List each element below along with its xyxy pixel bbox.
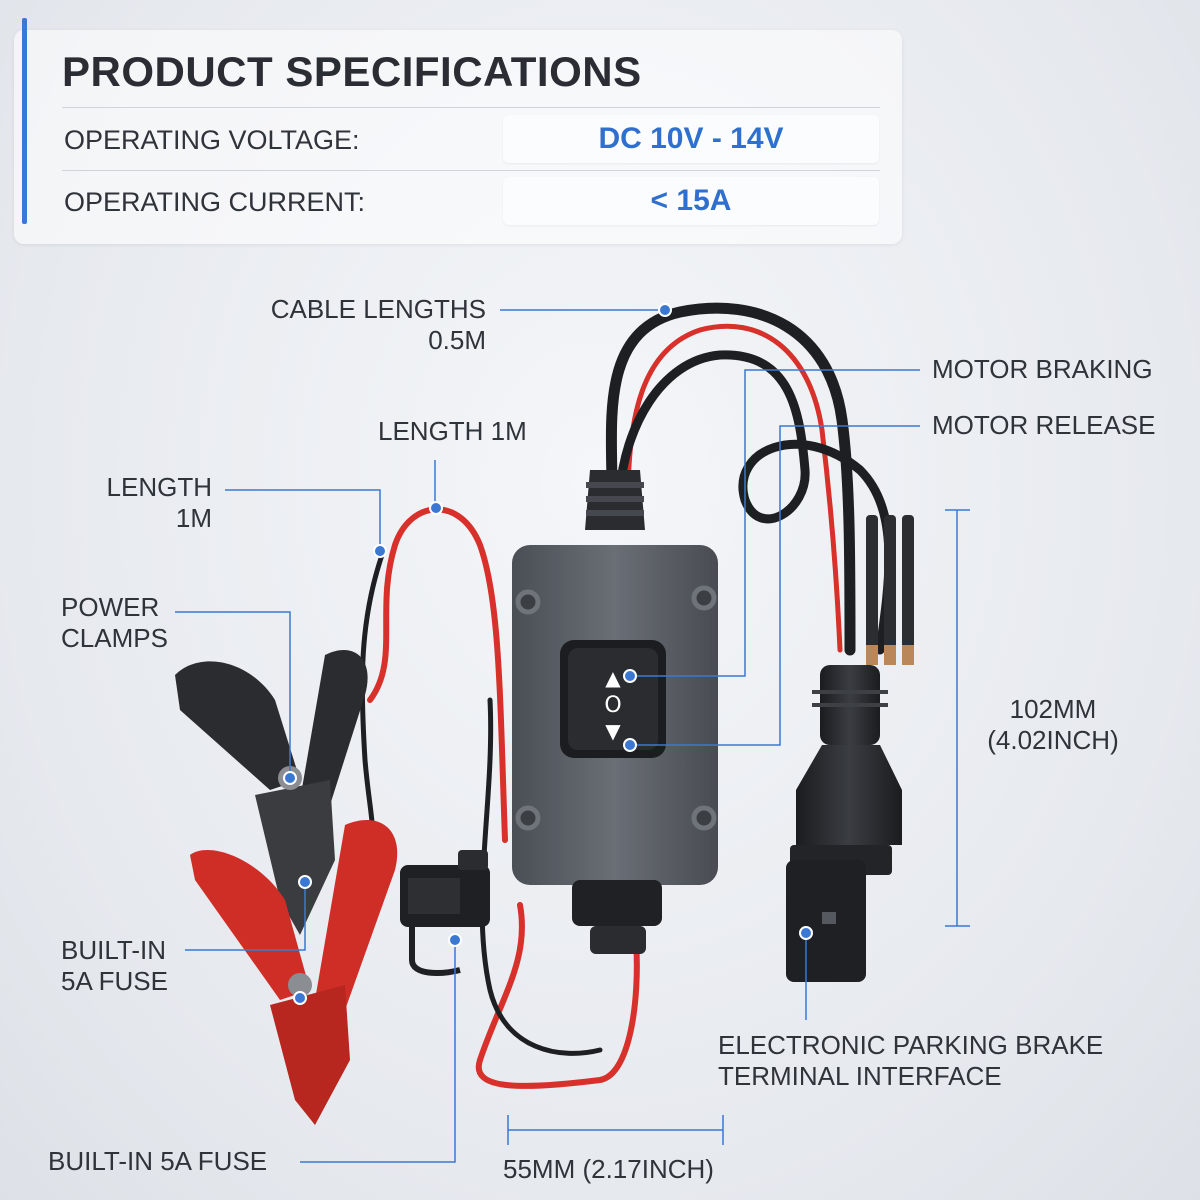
cable-lengths-label: CABLE LENGTHS 0.5M xyxy=(270,294,486,355)
pin-terminals xyxy=(866,515,914,665)
spec-divider xyxy=(62,107,880,108)
power-clamps-label: POWER CLAMPS xyxy=(61,592,168,653)
motor-braking-label: MOTOR BRAKING xyxy=(932,354,1153,384)
width-dimension-label: 55MM (2.17INCH) xyxy=(503,1154,714,1184)
built-in-fuse-bottom-label: BUILT-IN 5A FUSE xyxy=(48,1146,268,1176)
red-power-clamp xyxy=(190,820,398,1125)
spec-divider xyxy=(62,170,880,171)
top-cable-loop xyxy=(605,302,894,656)
brake-up-arrow-icon: ▲ xyxy=(605,666,621,690)
leader-lines xyxy=(175,309,970,1163)
black-power-clamp xyxy=(175,649,368,935)
operating-current-value: < 15A xyxy=(503,177,879,225)
operating-current-label: OPERATING CURRENT: xyxy=(64,187,366,217)
operating-voltage-value: DC 10V - 14V xyxy=(503,115,879,163)
length-1m-top-label: LENGTH 1M xyxy=(378,416,527,446)
epb-interface-label: ELECTRONIC PARKING BRAKE TERMINAL INTERF… xyxy=(718,1030,1104,1091)
specifications-accent-bar xyxy=(22,18,27,224)
red-lead-cable xyxy=(359,506,640,1089)
inline-fuse-holder xyxy=(400,850,490,976)
height-dimension-label: 102MM (4.02INCH) xyxy=(987,694,1119,755)
length-1m-left-label: LENGTH 1M xyxy=(106,472,212,533)
operating-voltage-label: OPERATING VOLTAGE: xyxy=(64,125,360,155)
built-in-fuse-left-label: BUILT-IN 5A FUSE xyxy=(61,935,168,996)
specifications-title: PRODUCT SPECIFICATIONS xyxy=(62,48,642,95)
neutral-circle-icon: O xyxy=(604,693,621,718)
motor-release-label: MOTOR RELEASE xyxy=(932,410,1156,440)
release-down-arrow-icon: ▼ xyxy=(605,719,621,743)
leader-dots xyxy=(283,303,813,1005)
